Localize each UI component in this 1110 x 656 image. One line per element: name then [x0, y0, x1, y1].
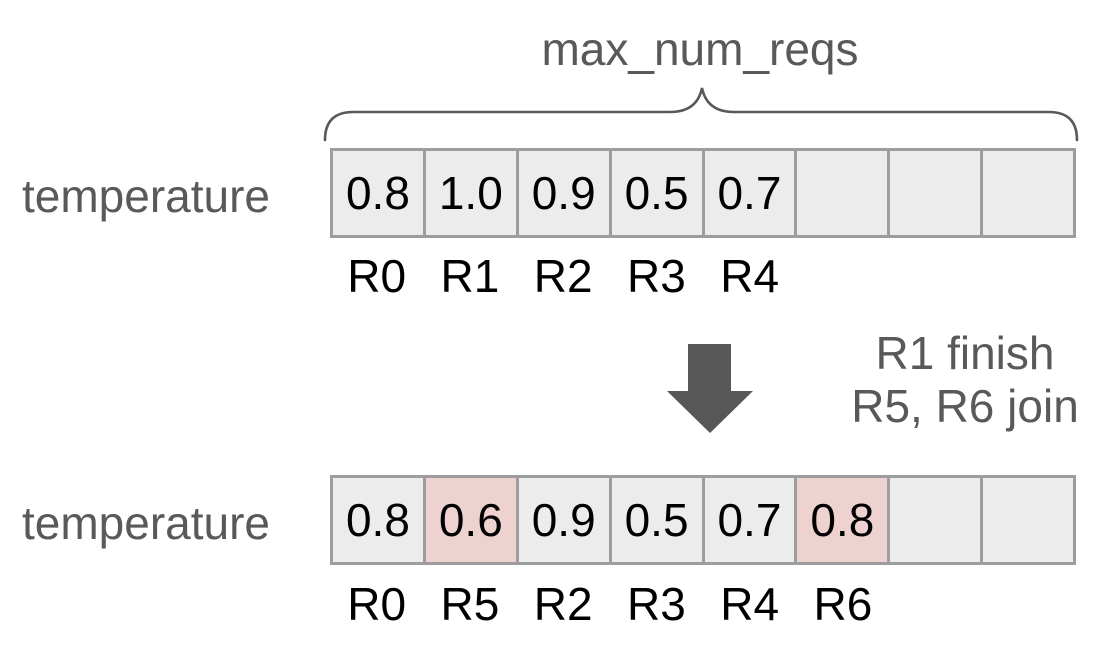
request-label: R3	[626, 578, 686, 630]
temperature-cell: 0.5	[608, 478, 702, 562]
temperature-cell: 0.7	[701, 478, 795, 562]
request-label: R2	[533, 578, 593, 630]
temperature-cell	[887, 151, 981, 235]
request-label: R5	[440, 578, 500, 630]
temperature-cell: 0.5	[608, 151, 702, 235]
request-label	[890, 578, 983, 630]
temperature-cell: 0.9	[515, 478, 609, 562]
temperature-cell: 1.0	[422, 151, 516, 235]
temperature-row-after: 0.8 0.6 0.9 0.5 0.7 0.8	[330, 475, 1076, 565]
request-label	[983, 578, 1076, 630]
request-label: R6	[813, 578, 873, 630]
temperature-cell	[887, 478, 981, 562]
request-label: R4	[720, 578, 780, 630]
transition-note-line2: R5, R6 join	[851, 380, 1079, 432]
request-label	[890, 250, 983, 302]
temperature-row-label-after: temperature	[22, 497, 271, 549]
temperature-cell	[980, 478, 1073, 562]
down-arrow-icon	[667, 344, 753, 433]
curly-brace-icon	[323, 87, 1079, 142]
temperature-cell	[980, 151, 1073, 235]
temperature-row-label-before: temperature	[22, 170, 271, 222]
temperature-cell: 0.8	[333, 151, 423, 235]
request-label: R4	[720, 250, 780, 302]
request-label: R1	[440, 250, 500, 302]
transition-note: R1 finish R5, R6 join	[800, 327, 1110, 433]
request-labels-after: R0 R5 R2 R3 R4 R6	[330, 578, 1076, 630]
temperature-cell	[794, 151, 888, 235]
temperature-cell: 0.8	[794, 478, 888, 562]
transition-note-line1: R1 finish	[875, 327, 1055, 379]
temperature-cell: 0.6	[422, 478, 516, 562]
request-label: R3	[626, 250, 686, 302]
temperature-cell: 0.7	[701, 151, 795, 235]
request-label	[796, 250, 889, 302]
request-label: R0	[347, 578, 407, 630]
request-label: R2	[533, 250, 593, 302]
temperature-cell: 0.9	[515, 151, 609, 235]
request-label: R0	[347, 250, 407, 302]
request-label	[983, 250, 1076, 302]
temperature-cell: 0.8	[333, 478, 423, 562]
request-labels-before: R0 R1 R2 R3 R4	[330, 250, 1076, 302]
temperature-row-before: 0.8 1.0 0.9 0.5 0.7	[330, 148, 1076, 238]
brace-caption: max_num_reqs	[541, 23, 859, 75]
